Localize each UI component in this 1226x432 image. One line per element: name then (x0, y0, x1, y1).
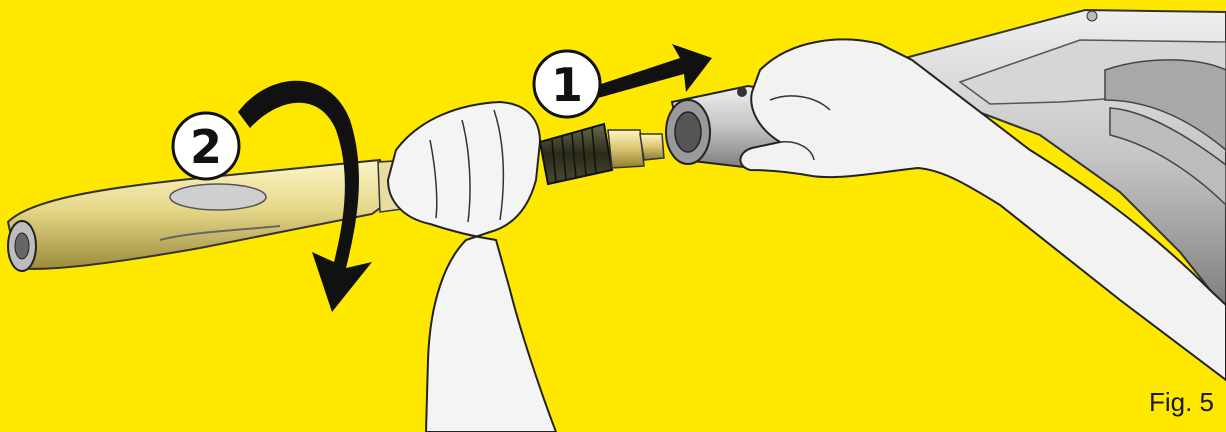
figure-caption: Fig. 5 (1149, 387, 1214, 418)
lance-connector (540, 124, 664, 184)
step-2-label: 2 (190, 120, 222, 174)
step-1-label: 1 (551, 58, 583, 112)
pull-arrow-icon (595, 44, 712, 98)
step-1-badge: 1 (534, 51, 600, 117)
left-hand (388, 102, 556, 432)
step-2-badge: 2 (173, 113, 239, 179)
